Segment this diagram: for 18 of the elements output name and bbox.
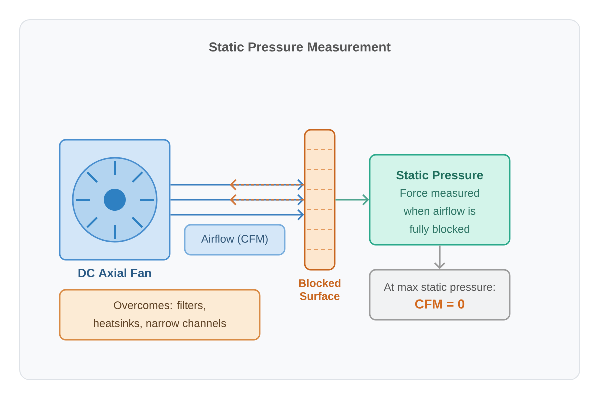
arrow (170, 179, 304, 191)
label-box: Airflow (CFM) (184, 224, 286, 256)
arrow (230, 194, 304, 206)
title: Static Pressure Measurement (209, 42, 391, 52)
arrow (170, 194, 304, 206)
arrow (434, 246, 446, 270)
result-box (369, 269, 511, 321)
result-value: CFM = 0 (415, 300, 465, 309)
box-text: At max static pressure: (384, 283, 495, 294)
box-text: Force measured when airflow is fully blocked (400, 189, 480, 236)
box-caption: DC Axial Fan (78, 268, 152, 278)
info-box (369, 154, 511, 246)
box-caption: Blocked Surface (299, 279, 341, 300)
note-box: Overcomes: filters, heatsinks, narrow channels (59, 289, 261, 341)
arrow (230, 179, 304, 191)
arrow (336, 194, 370, 206)
box-heading: Static Pressure (396, 170, 484, 180)
arrow (170, 209, 304, 221)
